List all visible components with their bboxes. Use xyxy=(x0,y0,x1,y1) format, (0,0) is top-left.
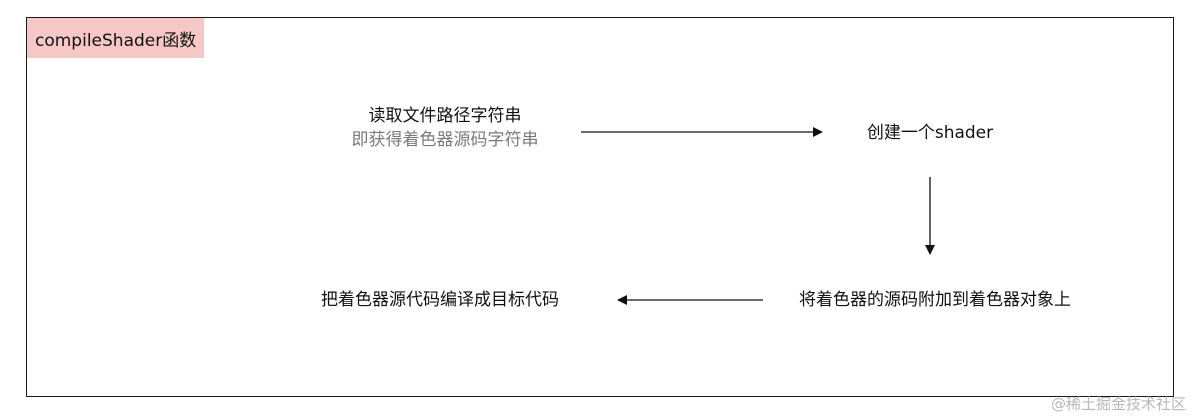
watermark: @稀土掘金技术社区 xyxy=(1050,395,1186,413)
node-read-source-line1: 读取文件路径字符串 xyxy=(368,106,522,126)
diagram-frame xyxy=(26,17,1174,397)
node-attach-source: 将着色器的源码附加到着色器对象上 xyxy=(799,290,1071,310)
node-read-source-line2: 即获得着色器源码字符串 xyxy=(351,130,539,150)
node-compile: 把着色器源代码编译成目标代码 xyxy=(321,290,559,310)
diagram-title: compileShader函数 xyxy=(27,18,205,58)
node-read-source: 读取文件路径字符串 即获得着色器源码字符串 xyxy=(300,104,590,152)
node-create-shader: 创建一个shader xyxy=(866,123,994,143)
